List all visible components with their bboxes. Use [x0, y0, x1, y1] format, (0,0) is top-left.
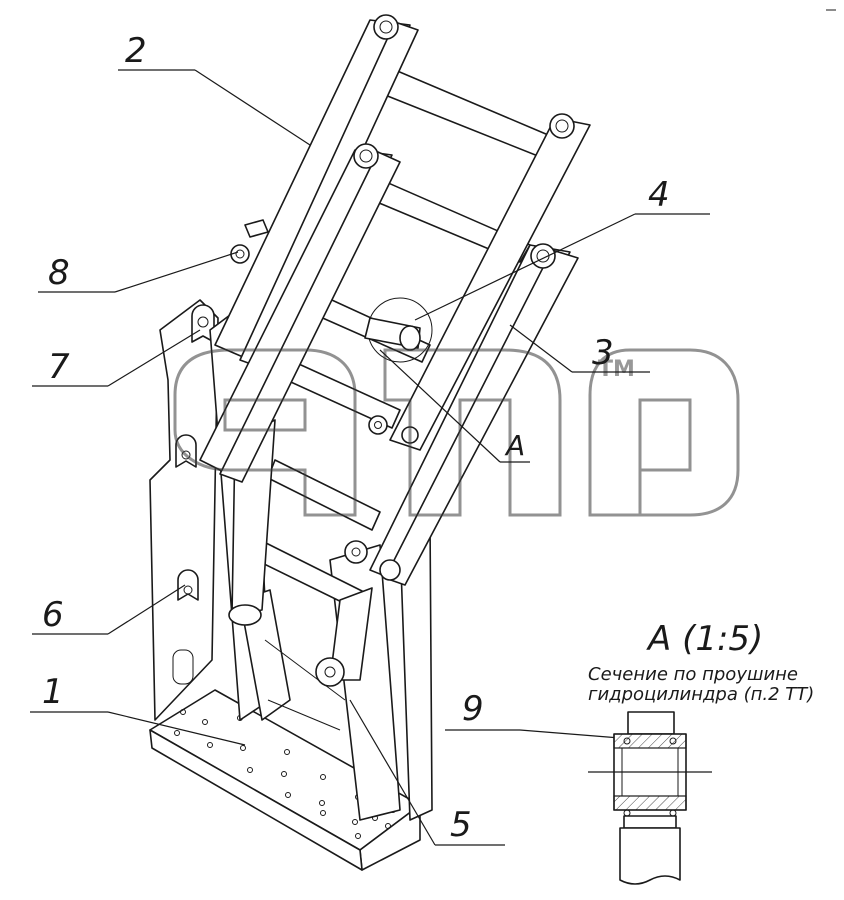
detail-caption-1: Сечение по проушине	[588, 664, 798, 685]
watermark: ТМ	[173, 348, 740, 517]
callout-1: 1	[42, 672, 64, 712]
callout-6: 6	[42, 595, 64, 635]
leader-lines	[30, 69, 710, 846]
callout-2: 2	[125, 31, 147, 71]
callout-8: 8	[48, 253, 70, 293]
pin-joint-4	[364, 297, 433, 363]
detail-caption-2: гидроцилиндра (п.2 ТТ)	[588, 684, 814, 705]
detail-a: А (1:5) Сечение по проушине гидроцилиндр…	[588, 619, 814, 885]
callout-7: 7	[48, 347, 70, 387]
watermark-tm: ТМ	[598, 357, 635, 382]
detail-title: А (1:5)	[646, 619, 763, 659]
base-bracket	[149, 299, 421, 871]
arm-3	[368, 113, 591, 586]
callout-4: 4	[648, 175, 670, 215]
callout-a: А	[504, 429, 525, 462]
callout-5: 5	[450, 805, 472, 845]
callout-9: 9	[462, 689, 484, 729]
callout-3: 3	[592, 333, 614, 373]
